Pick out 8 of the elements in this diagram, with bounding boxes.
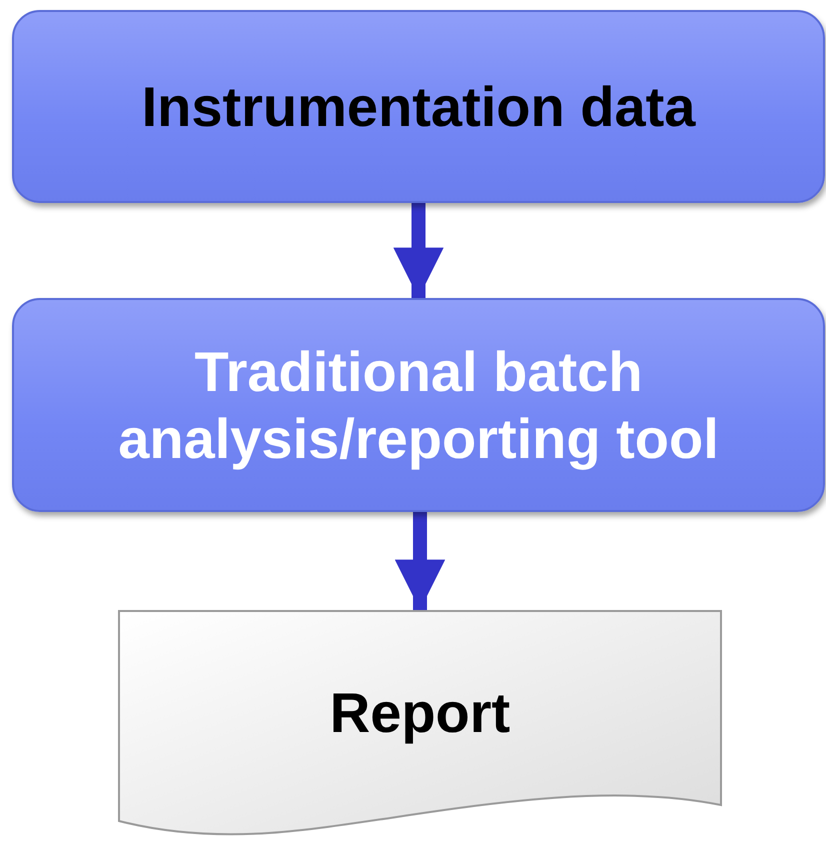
box-label: Report [330,680,510,746]
box-label: Traditional batch analysis/reporting tool [117,338,720,472]
document-shape [118,610,722,835]
process-box [12,298,825,512]
process-box [12,10,825,203]
arrow [394,512,446,610]
arrow [393,203,444,298]
box-label: Instrumentation data [142,74,696,140]
